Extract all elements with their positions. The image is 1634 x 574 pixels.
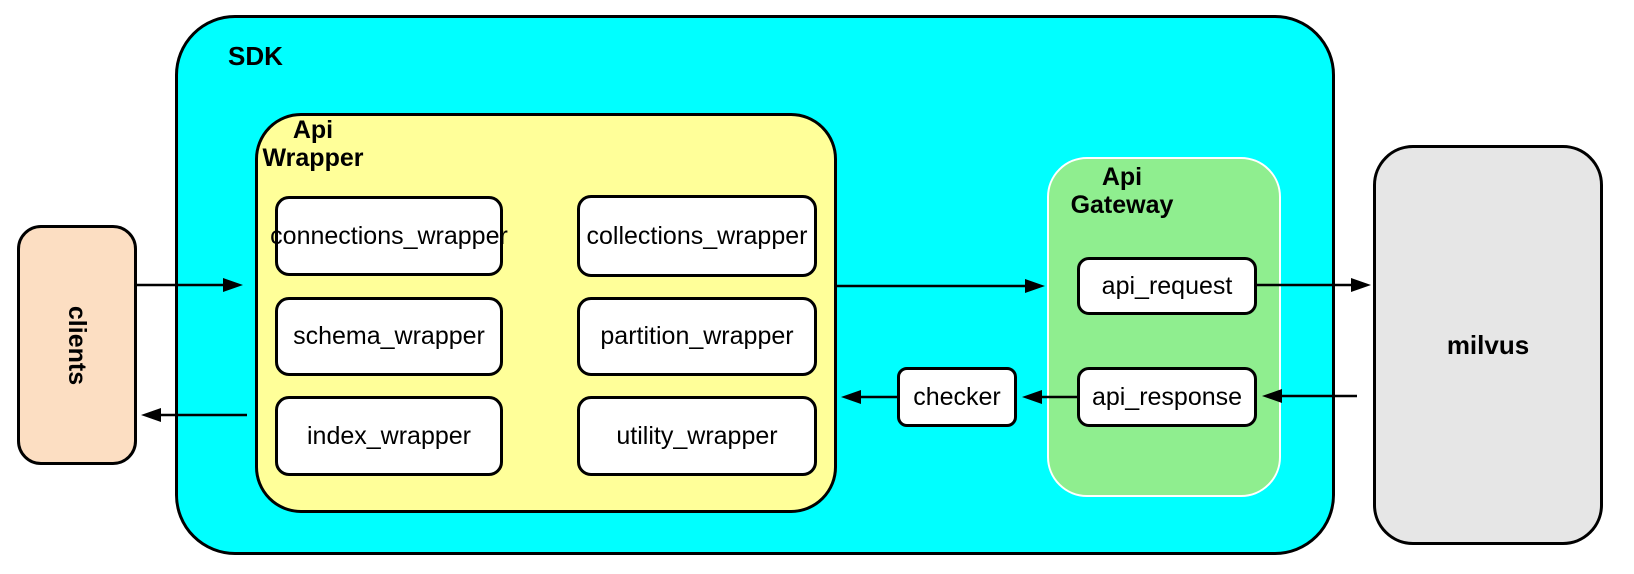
- clients-label: clients: [63, 305, 92, 385]
- api-wrapper-label-line1: Api: [292, 116, 334, 144]
- api-request-box: api_request: [1077, 257, 1257, 315]
- partition-wrapper-box: partition_wrapper: [577, 297, 817, 376]
- api-gateway-label-line1: Api: [1101, 163, 1143, 191]
- milvus-node: milvus: [1373, 145, 1603, 545]
- clients-node: clients: [17, 225, 137, 465]
- milvus-label: milvus: [1446, 329, 1530, 360]
- index-wrapper-box: index_wrapper: [275, 396, 503, 476]
- connections-wrapper-box: connections_wrapper: [270, 196, 508, 276]
- api-wrapper-label-line2: Wrapper: [262, 144, 364, 172]
- checker-box: checker: [897, 367, 1017, 427]
- api-gateway-label-line2: Gateway: [1070, 191, 1174, 219]
- utility-wrapper-box: utility_wrapper: [577, 396, 817, 476]
- sdk-label: SDK: [228, 41, 283, 71]
- api-gateway-label: Api Gateway: [1052, 163, 1192, 219]
- api-gateway-container: [1047, 157, 1281, 497]
- api-wrapper-label: Api Wrapper: [254, 116, 372, 172]
- edge-api-request-to-milvus-head: [1351, 278, 1371, 292]
- collections-wrapper-box: collections_wrapper: [577, 195, 817, 277]
- edge-sdk-to-clients-head: [141, 408, 161, 422]
- schema-wrapper-box: schema_wrapper: [275, 297, 503, 376]
- api-response-box: api_response: [1077, 367, 1257, 427]
